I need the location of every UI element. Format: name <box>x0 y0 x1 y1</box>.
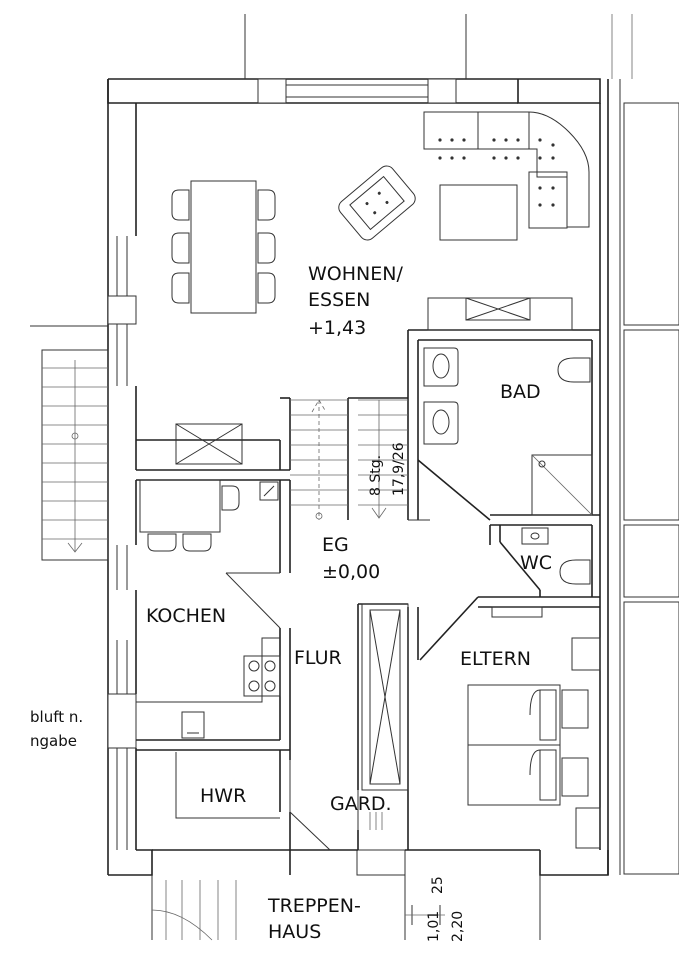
room-label-wc: WC <box>520 552 552 574</box>
dining-table <box>171 180 276 314</box>
sofa-tuft <box>516 138 520 142</box>
room-label-treppenhaus: TREPPEN- <box>267 895 361 917</box>
bath-fixtures <box>423 347 593 516</box>
bedroom-furniture <box>467 606 601 849</box>
sofa-tuft <box>438 156 442 160</box>
living-sideboard <box>427 297 573 331</box>
dimension-25: 25 <box>430 876 446 894</box>
sofa <box>423 111 590 229</box>
dining-chairs <box>171 189 276 304</box>
sofa-tuft <box>551 156 555 160</box>
wardrobe <box>361 603 409 830</box>
sofa-tuft <box>450 156 454 160</box>
note-line-2: ngabe <box>30 732 77 750</box>
sofa-tuft <box>504 138 508 142</box>
sofa-tuft <box>551 186 555 190</box>
divider-cabinet <box>175 423 243 465</box>
interior-stair: 8 Stg. 17,9/26 <box>290 399 408 520</box>
sofa-tuft <box>516 156 520 160</box>
room-label-kochen: KOCHEN <box>146 605 226 627</box>
annotations: bluft n. ngabe 25 1,01 2,20 <box>30 708 466 942</box>
room-label-eltern: ELTERN <box>460 648 531 670</box>
room-label-bad: BAD <box>500 381 541 403</box>
dimension-101: 1,01 <box>426 911 442 942</box>
stairwell <box>151 875 541 941</box>
sofa-tuft <box>538 156 542 160</box>
armchair <box>338 165 416 241</box>
room-label-hwr: HWR <box>200 785 246 807</box>
kitchen-table <box>139 479 240 552</box>
level-eg: ±0,00 <box>322 561 380 583</box>
sofa-tuft <box>551 203 555 207</box>
sofa-tuft <box>538 138 542 142</box>
room-label-wohnen: WOHNEN/ <box>308 263 403 285</box>
chimney-icon <box>259 481 279 501</box>
room-label-haus: HAUS <box>268 921 321 943</box>
sofa-tuft <box>538 203 542 207</box>
room-label-flur: FLUR <box>294 647 342 669</box>
door-swings <box>225 519 430 851</box>
room-label-eg: EG <box>322 534 349 556</box>
kitchen-counter <box>136 637 281 739</box>
note-line-1: bluft n. <box>30 708 83 726</box>
sofa-tuft <box>450 138 454 142</box>
sofa-tuft <box>462 156 466 160</box>
outer-walls <box>107 78 621 876</box>
sofa-tuft <box>492 138 496 142</box>
room-label-gard: GARD. <box>330 793 392 815</box>
room-label-essen: ESSEN <box>308 289 370 311</box>
context-lines <box>30 14 679 875</box>
sofa-tuft <box>462 138 466 142</box>
hwr-counter <box>175 752 280 819</box>
sofa-tuft <box>551 143 555 147</box>
sofa-tuft <box>492 156 496 160</box>
coffee-table <box>439 184 518 241</box>
sofa-tuft <box>538 186 542 190</box>
dimension-220: 2,20 <box>450 911 466 942</box>
wc-fixtures <box>521 527 591 585</box>
exterior-stair <box>41 349 109 561</box>
stair-steps-label: 8 Stg. <box>368 455 384 496</box>
level-wohnen: +1,43 <box>308 317 366 339</box>
room-labels: WOHNEN/ ESSEN +1,43 BAD WC EG ±0,00 KOCH… <box>146 263 552 943</box>
stair-ratio-label: 17,9/26 <box>391 442 407 496</box>
sofa-tuft <box>504 156 508 160</box>
sofa-tuft <box>438 138 442 142</box>
